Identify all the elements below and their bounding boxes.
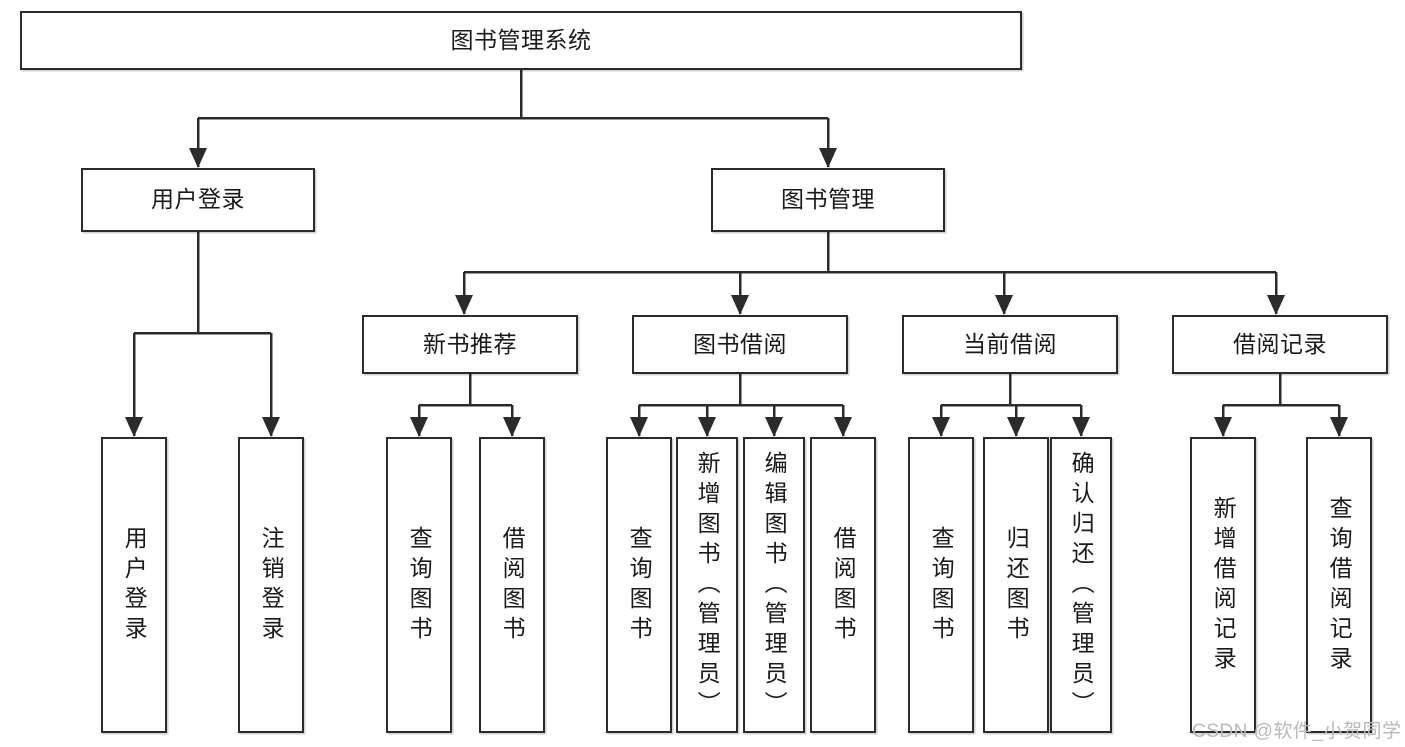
node-label: 借阅图书 — [499, 526, 526, 646]
node-root-book-management-system[interactable]: 图书管理系统 — [20, 11, 1022, 70]
node-borrowing-records[interactable]: 借阅记录 — [1172, 315, 1388, 374]
node-new-book-recommendation[interactable]: 新书推荐 — [362, 315, 578, 374]
node-book-borrowing[interactable]: 图书借阅 — [632, 315, 848, 374]
leaf-return-book[interactable]: 归还图书 — [983, 437, 1049, 733]
node-label: 图书借阅 — [693, 330, 787, 357]
leaf-logout[interactable]: 注销登录 — [238, 437, 304, 733]
node-label: 查询图书 — [928, 526, 955, 646]
node-book-management[interactable]: 图书管理 — [711, 168, 945, 232]
node-label: 新书推荐 — [423, 330, 517, 357]
node-current-borrowing[interactable]: 当前借阅 — [902, 315, 1118, 374]
node-label: 新增图书（管理员） — [694, 451, 721, 721]
node-label: 查询借阅记录 — [1326, 496, 1353, 676]
node-label: 图书管理系统 — [450, 26, 592, 53]
node-label: 编辑图书（管理员） — [761, 451, 788, 721]
leaf-borrow-book-1[interactable]: 借阅图书 — [479, 437, 545, 733]
node-label: 借阅图书 — [830, 526, 857, 646]
node-user-login[interactable]: 用户登录 — [81, 168, 315, 232]
csdn-watermark: CSDN @软件_小贺同学 — [1192, 721, 1402, 742]
leaf-user-login[interactable]: 用户登录 — [101, 437, 167, 733]
node-label: 用户登录 — [151, 186, 245, 213]
node-label: 确认归还（管理员） — [1068, 451, 1095, 721]
node-label: 归还图书 — [1003, 526, 1030, 646]
leaf-add-book-admin[interactable]: 新增图书（管理员） — [676, 437, 738, 733]
node-label: 借阅记录 — [1233, 330, 1327, 357]
leaf-confirm-return-admin[interactable]: 确认归还（管理员） — [1050, 437, 1112, 733]
node-label: 当前借阅 — [963, 330, 1057, 357]
leaf-add-borrow-record[interactable]: 新增借阅记录 — [1190, 437, 1256, 733]
leaf-borrow-book-2[interactable]: 借阅图书 — [810, 437, 876, 733]
leaf-query-book-1[interactable]: 查询图书 — [386, 437, 452, 733]
node-label: 查询图书 — [406, 526, 433, 646]
node-label: 查询图书 — [626, 526, 653, 646]
node-label: 注销登录 — [258, 526, 285, 646]
node-label: 图书管理 — [781, 186, 875, 213]
node-label: 用户登录 — [121, 526, 148, 646]
leaf-edit-book-admin[interactable]: 编辑图书（管理员） — [743, 437, 805, 733]
leaf-query-book-2[interactable]: 查询图书 — [606, 437, 672, 733]
leaf-query-borrow-record[interactable]: 查询借阅记录 — [1306, 437, 1372, 733]
node-label: 新增借阅记录 — [1210, 496, 1237, 676]
leaf-query-book-3[interactable]: 查询图书 — [908, 437, 974, 733]
